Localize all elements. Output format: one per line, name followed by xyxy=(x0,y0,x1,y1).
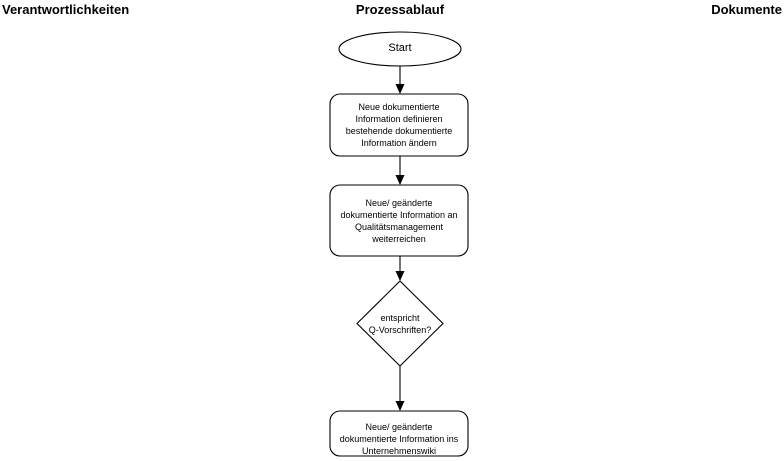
arrowhead-forward-to-qm-to-check-q-rules xyxy=(395,271,405,281)
node-define-info-shape[interactable] xyxy=(329,93,469,157)
column-header-prozessablauf: Prozessablauf xyxy=(355,2,445,17)
node-publish-wiki-shape[interactable] xyxy=(329,410,469,457)
arrowhead-check-q-rules-to-publish-wiki xyxy=(395,401,405,411)
node-start-shape[interactable] xyxy=(338,31,462,67)
arrowhead-define-info-to-forward-to-qm xyxy=(395,175,405,185)
node-forward-to-qm-shape[interactable] xyxy=(329,184,469,257)
arrowhead-start-to-define-info xyxy=(395,84,405,94)
node-check-q-rules-shape[interactable] xyxy=(356,280,444,367)
column-header-dokumente: Dokumente xyxy=(711,2,782,17)
column-header-verantwortlichkeiten: Verantwortlichkeiten xyxy=(2,2,130,17)
